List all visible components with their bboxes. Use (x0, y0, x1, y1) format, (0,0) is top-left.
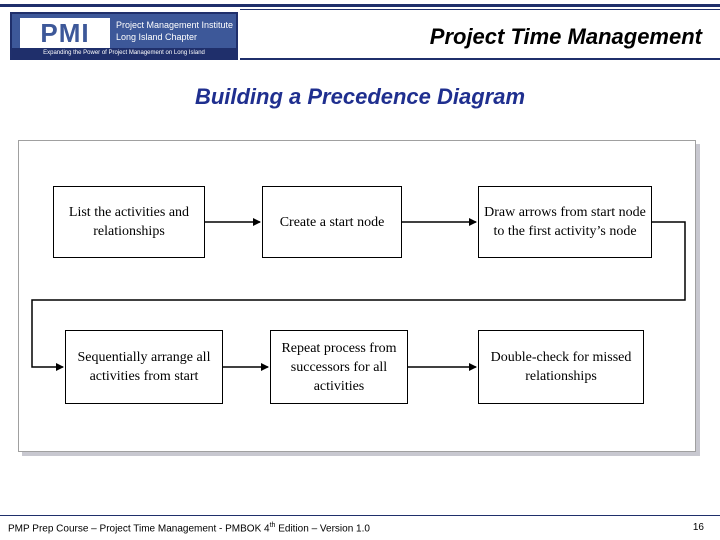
node-repeat-process: Repeat process from successors for all a… (270, 330, 408, 404)
footer-divider (0, 515, 720, 516)
node-label: List the activities and relationships (68, 205, 190, 239)
logo-tagline: Expanding the Power of Project Managemen… (12, 48, 236, 58)
pmi-logo: PMI Project Management Institute Long Is… (10, 12, 238, 60)
node-label: Create a start node (279, 214, 385, 230)
node-double-check: Double-check for missed relationships (478, 330, 644, 404)
logo-org-line2: Long Island Chapter (116, 32, 198, 42)
logo-letters: PMI (20, 18, 110, 48)
footer-text-main: PMP Prep Course – Project Time Managemen… (8, 523, 270, 535)
slide-title: Building a Precedence Diagram (194, 84, 526, 109)
header-title: Project Time Management (429, 24, 702, 49)
node-draw-arrows: Draw arrows from start node to the first… (478, 186, 652, 258)
node-label: Sequentially arrange all activities from… (77, 350, 211, 384)
footer-text: PMP Prep Course – Project Time Managemen… (8, 522, 370, 534)
node-sequentially-arrange: Sequentially arrange all activities from… (65, 330, 223, 404)
top-rule (0, 4, 720, 7)
footer-text-end: Edition – Version 1.0 (275, 523, 370, 535)
page-number: 16 (692, 522, 704, 533)
node-list-activities: List the activities and relationships (53, 186, 205, 258)
logo-org-line1: Project Management Institute (116, 20, 234, 30)
node-label: Repeat process from successors for all a… (281, 340, 397, 394)
node-label: Double-check for missed relationships (490, 350, 632, 384)
node-label: Draw arrows from start node to the first… (484, 205, 646, 239)
node-create-start: Create a start node (262, 186, 402, 258)
footer-text-sup: th (269, 522, 276, 529)
header-divider (240, 58, 720, 60)
top-rule-thin (240, 9, 720, 10)
